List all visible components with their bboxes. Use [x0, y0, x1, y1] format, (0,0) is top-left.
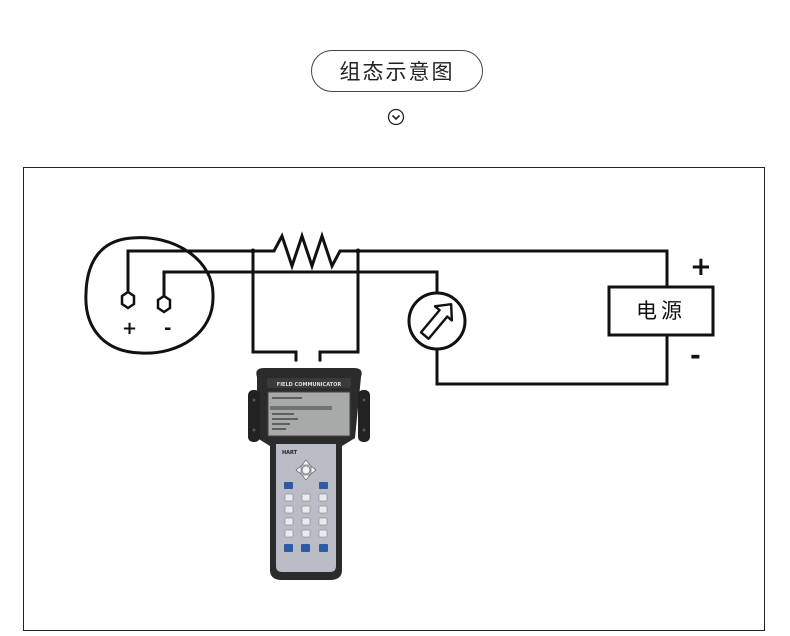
wire-second [162, 270, 439, 300]
terminal-plus [120, 290, 136, 310]
wire-top [126, 249, 255, 296]
power-minus-label: - [690, 341, 701, 371]
resistor [251, 231, 360, 271]
device-logo: HART [282, 450, 298, 456]
wire-comm-right [318, 249, 360, 362]
transmitter-minus-label: - [164, 318, 171, 339]
transmitter-circle [84, 236, 215, 355]
diagram-frame: + - 电源 + - FIELD COMMUNICATOR [23, 167, 765, 631]
device-brand: FIELD COMMUNICATOR [277, 382, 342, 388]
transmitter-plus-label: + [122, 318, 137, 339]
wire-comm-left [251, 249, 298, 362]
power-supply-box [607, 285, 715, 337]
page-title: 组态示意图 [311, 50, 483, 92]
wiring-diagram: + - 电源 + - FIELD COMMUNICATOR [84, 231, 715, 580]
power-plus-label: + [690, 252, 712, 282]
field-communicator: FIELD COMMUNICATOR HART [248, 368, 370, 580]
ammeter-icon [407, 291, 467, 351]
wire-meter-bottom [435, 336, 669, 386]
chevron-down-circle-icon[interactable] [387, 108, 405, 126]
terminal-minus [156, 294, 172, 314]
power-supply-label: 电源 [636, 299, 686, 323]
